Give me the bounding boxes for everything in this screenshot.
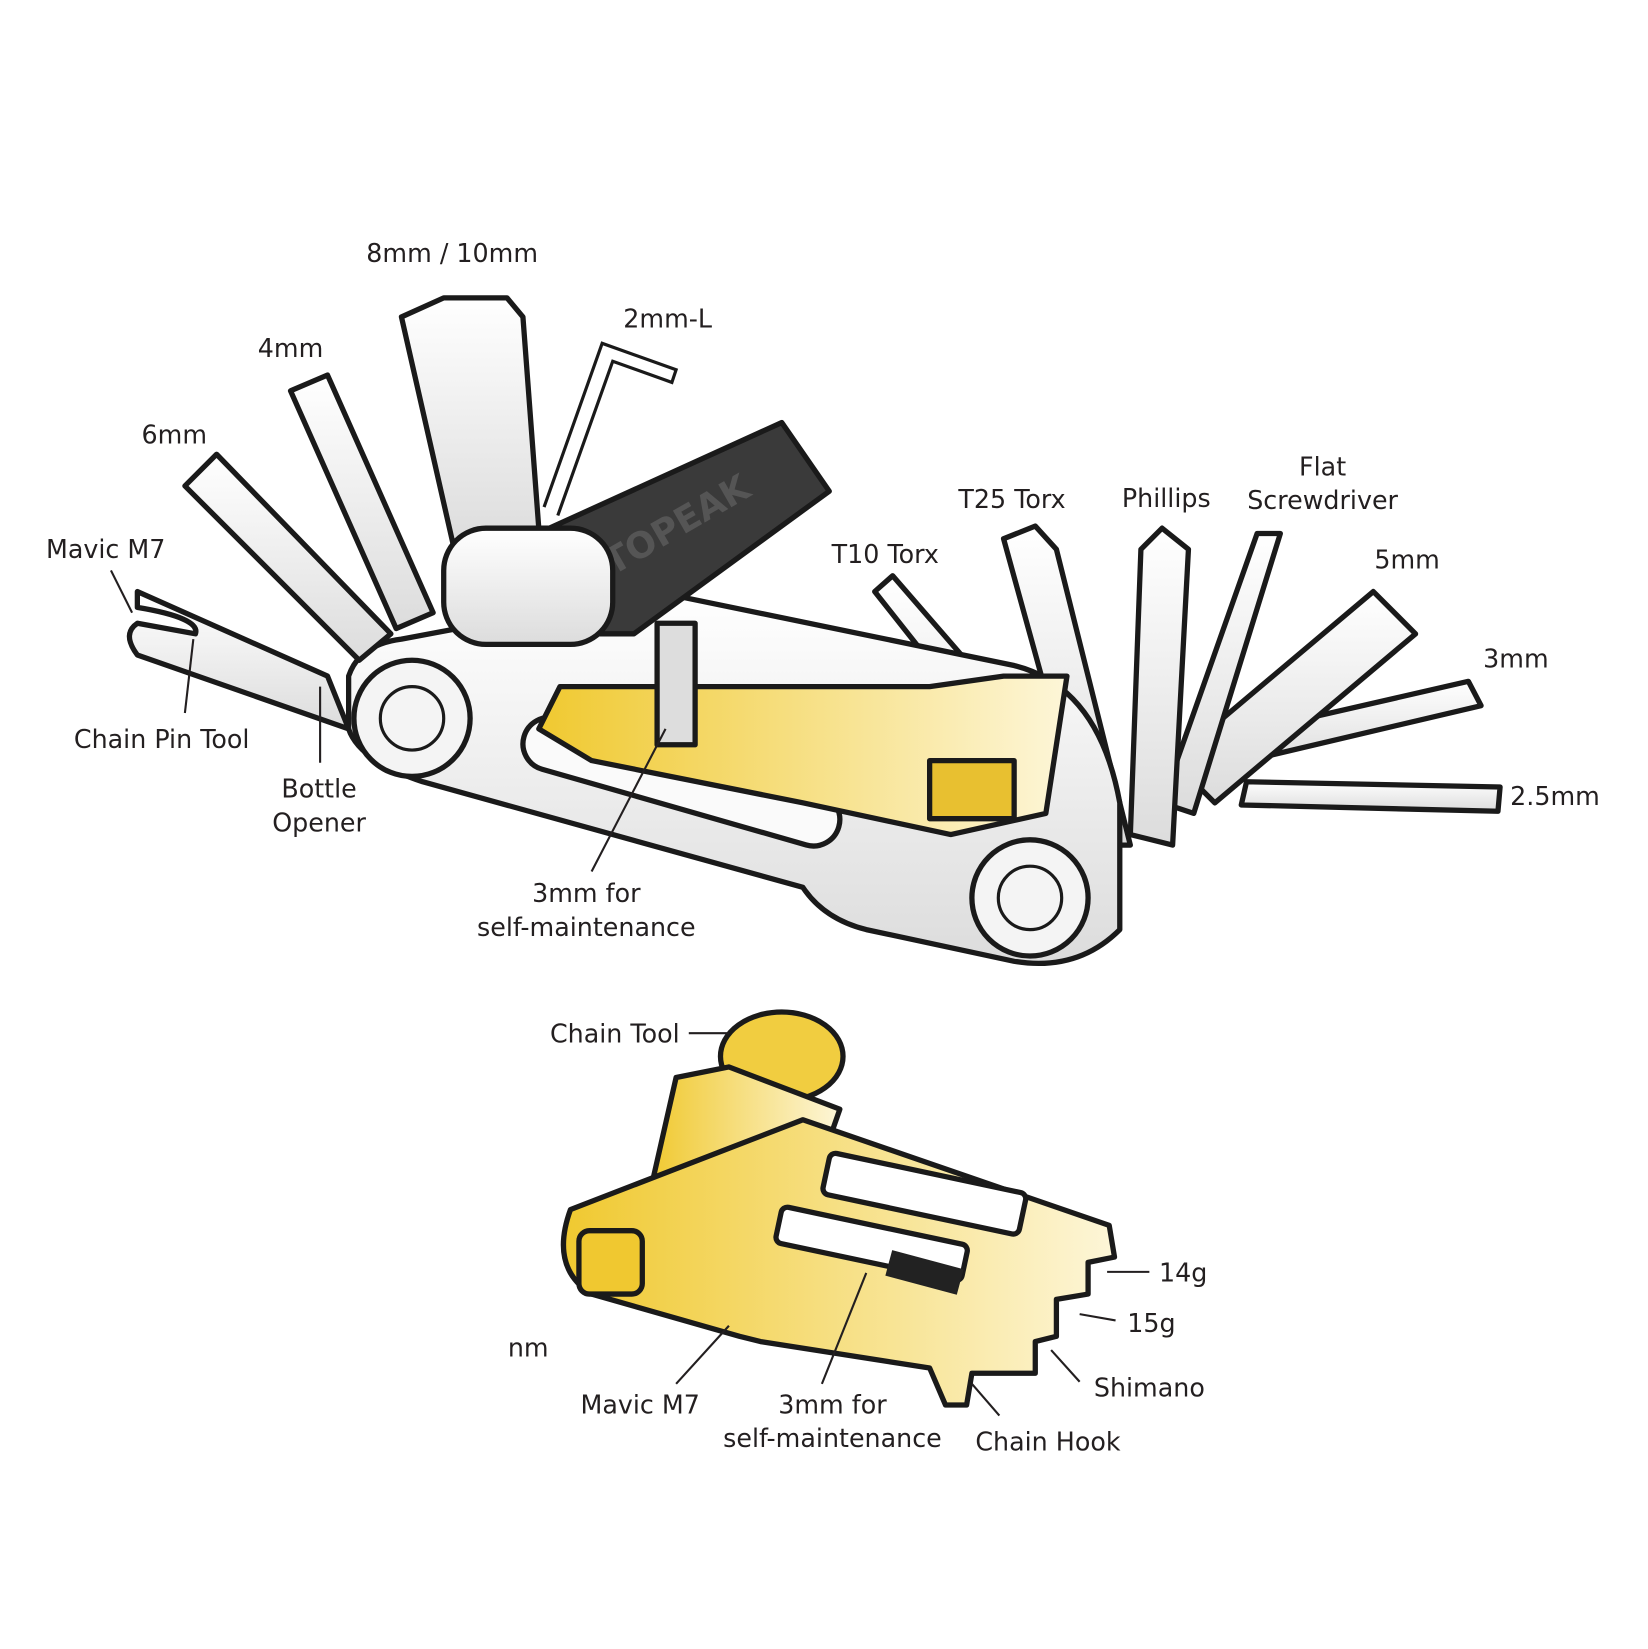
right-pivot-hex	[996, 864, 1064, 932]
label-8mm-10mm: 8mm / 10mm	[366, 238, 538, 268]
label-cut-off-nm: nm	[508, 1332, 549, 1362]
left-bits	[126, 295, 679, 732]
label-4mm: 4mm	[258, 333, 324, 363]
left-pivot-hex	[378, 685, 446, 752]
left-pivot-bolt	[351, 657, 473, 780]
label-2mm-l: 2mm-L	[623, 303, 712, 333]
label-phillips: Phillips	[1122, 483, 1211, 513]
hex-4mm-bit	[287, 372, 436, 632]
label-5mm: 5mm	[1374, 544, 1440, 574]
bottom-leader-lines	[675, 1032, 1150, 1417]
hex-8-10mm-socket	[398, 295, 542, 552]
label-3mm-for-bottom: 3mm for	[778, 1389, 887, 1419]
chain-pin-lever	[126, 588, 352, 732]
label-self-maintenance-top: self-maintenance	[477, 912, 696, 942]
label-2-5mm: 2.5mm	[1510, 781, 1600, 811]
label-self-maintenance-bottom: self-maintenance	[723, 1423, 942, 1453]
label-15g: 15g	[1127, 1308, 1175, 1338]
hex-6mm-bit	[182, 451, 394, 663]
bottom-labels: Chain Tool 14g 15g Shimano Chain Hook Ma…	[508, 1019, 1208, 1457]
side-button	[576, 1228, 645, 1297]
label-3mm: 3mm	[1483, 644, 1549, 674]
label-shimano: Shimano	[1094, 1373, 1205, 1403]
socket-joint	[441, 525, 616, 648]
label-chain-hook: Chain Hook	[975, 1426, 1121, 1456]
label-14g: 14g	[1159, 1257, 1207, 1287]
right-pivot-bolt	[969, 837, 1091, 959]
plate-slot	[820, 1150, 1029, 1237]
bottom-chain-tool	[560, 1009, 1118, 1408]
label-6mm: 6mm	[142, 420, 208, 450]
label-3mm-for-top: 3mm for	[532, 878, 641, 908]
label-mavic-m7-bottom: Mavic M7	[580, 1389, 699, 1419]
chain-tool-screw	[926, 757, 1017, 822]
hex-2mm-l-wrench	[542, 341, 679, 517]
label-opener: Opener	[272, 807, 366, 837]
label-chain-pin-tool: Chain Pin Tool	[74, 724, 250, 754]
phillips-bit	[1127, 525, 1192, 848]
hex-2-5mm-bit	[1238, 779, 1503, 814]
3mm-self-maintenance-bit	[654, 620, 698, 748]
label-screwdriver: Screwdriver	[1247, 485, 1398, 515]
label-chain-tool: Chain Tool	[550, 1019, 680, 1049]
flat-screwdriver-bit	[1159, 530, 1283, 817]
top-labels: 8mm / 10mm 2mm-L 4mm 6mm Mavic M7 Chain …	[46, 238, 1600, 942]
label-mavic-m7-top: Mavic M7	[46, 534, 165, 564]
label-t10-torx: T10 Torx	[831, 539, 939, 569]
label-t25-torx: T25 Torx	[957, 484, 1065, 514]
top-multitool: TOPEAK	[126, 295, 1503, 967]
3mm-bit-bottom	[885, 1250, 964, 1295]
top-leader-lines	[110, 569, 667, 872]
label-flat: Flat	[1299, 451, 1346, 481]
label-bottle: Bottle	[281, 774, 356, 804]
